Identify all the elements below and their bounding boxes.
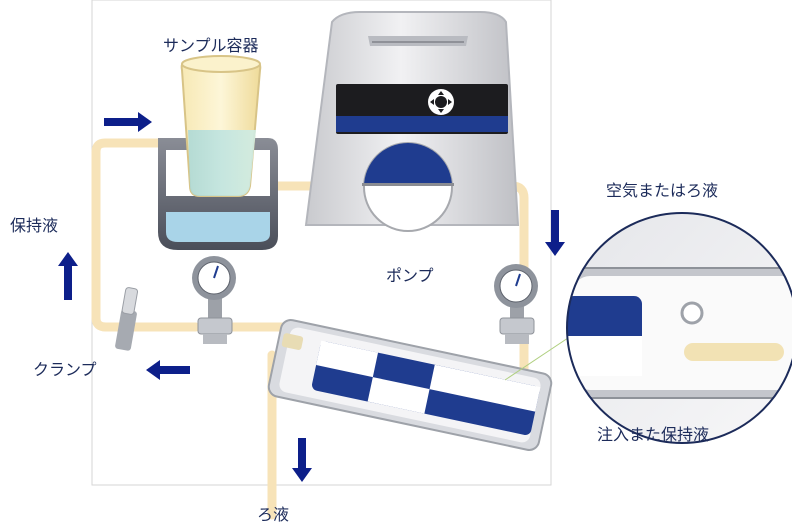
cassette-zoom-detail: [566, 212, 792, 444]
inject-or-retentate-label: 注入また保持液: [597, 425, 710, 444]
arrow-up-icon: [58, 252, 78, 300]
pump-label: ポンプ: [386, 266, 434, 285]
arrow-down-icon: [292, 438, 312, 482]
filtrate-label: ろ液: [257, 505, 290, 524]
retentate-label: 保持液: [10, 216, 59, 235]
peristaltic-pump: [304, 11, 520, 232]
sample-container: [158, 55, 278, 250]
flow-arrows: [58, 112, 565, 482]
arrow-right-icon: [104, 112, 152, 132]
filtration-cassette: [267, 319, 553, 451]
pressure-gauge-right: [494, 264, 538, 344]
clamp: [115, 287, 139, 351]
clamp-label: クランプ: [33, 360, 97, 379]
pressure-gauge-left: [192, 256, 236, 344]
arrow-down-icon: [545, 210, 565, 256]
air-or-filtrate-label: 空気またはろ液: [606, 181, 719, 200]
arrow-left-icon: [146, 360, 190, 380]
sample-container-label: サンプル容器: [163, 36, 259, 55]
